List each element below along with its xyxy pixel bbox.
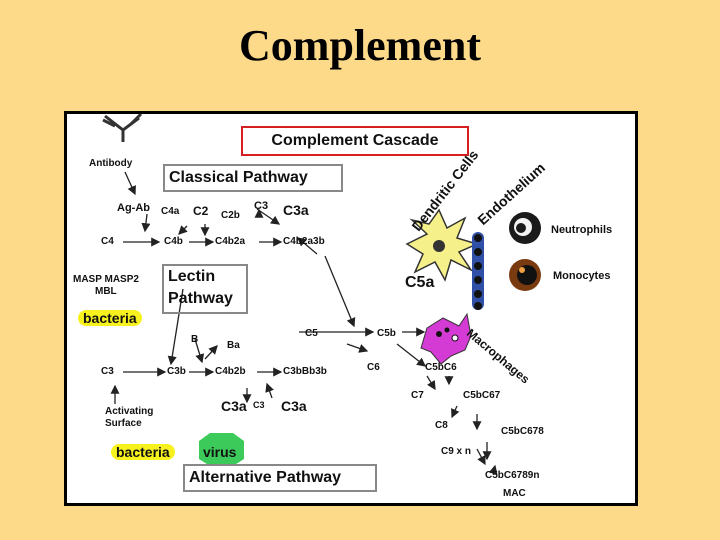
monocytes-label: Monocytes <box>553 270 611 282</box>
macrophage-icon <box>420 312 472 365</box>
c5bc6-label: C5bC6 <box>425 362 457 373</box>
lectin-pathway-box: Lectin Pathway <box>162 264 248 314</box>
c4b2a-label: C4b2a <box>215 236 246 247</box>
endothelium-icon <box>472 232 484 310</box>
c4b2b-label: C4b2b <box>215 366 246 377</box>
c5a-label: C5a <box>405 274 435 291</box>
c4-label: C4 <box>101 236 114 247</box>
neutrophil-icon <box>509 212 541 244</box>
b-label: B <box>191 334 199 345</box>
c3a-top-label: C3a <box>283 202 309 218</box>
c3b-label: C3b <box>167 366 186 377</box>
c4b-label: C4b <box>164 236 183 247</box>
classical-pathway-box: Classical Pathway <box>163 164 343 192</box>
neutrophils-label: Neutrophils <box>551 224 613 236</box>
ag-ab-label: Ag-Ab <box>117 202 150 214</box>
c3-label: C3 <box>101 366 114 377</box>
c3-top-label: C3 <box>254 200 269 212</box>
mbl-label: MBL <box>95 286 117 297</box>
virus-label: virus <box>203 444 237 460</box>
monocyte-icon <box>509 259 541 291</box>
pathway-arrows <box>110 171 498 475</box>
virus-shape <box>199 433 244 466</box>
c4b2a3b-label: C4b2a3b <box>283 236 325 247</box>
mac-label: MAC <box>503 488 526 499</box>
c5bc6789n-label: C5bC6789n <box>485 470 540 481</box>
complement-diagram: Complement Cascade Classical Pathway Lec… <box>64 111 638 506</box>
antibody-label: Antibody <box>89 158 133 169</box>
masp-label: MASP MASP2 <box>73 274 139 285</box>
diagram-graphics <box>102 114 541 475</box>
slide-title: Complement <box>239 21 481 70</box>
c4a-label: C4a <box>161 206 180 217</box>
c5b-label: C5b <box>377 328 396 339</box>
bacteria-label-alternative: bacteria <box>111 444 175 460</box>
c5-label: C5 <box>305 328 318 339</box>
c3a-bottom-label: C3a <box>221 398 247 414</box>
c3bbb3b-label: C3bBb3b <box>283 366 327 377</box>
c3-bottom-label: C3 <box>253 400 265 410</box>
complement-cascade-header: Complement Cascade <box>241 126 469 156</box>
c5bc678-label: C5bC678 <box>501 426 544 437</box>
ba-label: Ba <box>227 340 240 351</box>
c9xn-label: C9 x n <box>441 446 472 457</box>
c2-label: C2 <box>193 204 209 218</box>
bacteria-label-lectin: bacteria <box>78 310 142 326</box>
alternative-pathway-box: Alternative Pathway <box>183 464 377 492</box>
activating-surface-label: Activating Surface <box>105 406 154 429</box>
c5bc67-label: C5bC67 <box>463 390 501 401</box>
c8-label: C8 <box>435 420 448 431</box>
c6-label: C6 <box>367 362 380 373</box>
c3a-bottom2-label: C3a <box>281 398 307 414</box>
c2b-label: C2b <box>221 210 240 221</box>
antibody-icon <box>102 114 143 142</box>
c7-label: C7 <box>411 390 424 401</box>
